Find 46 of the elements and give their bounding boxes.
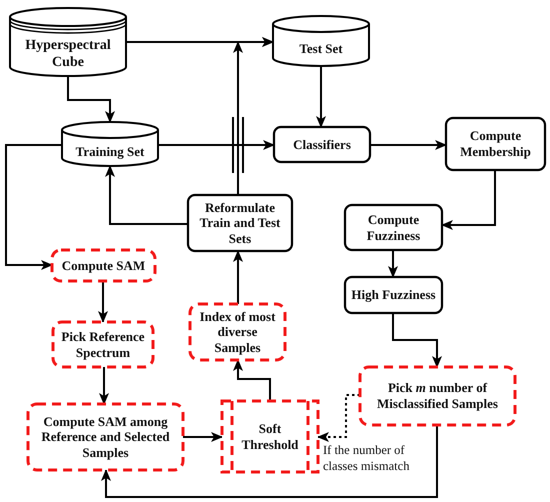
edge-label: If the number of classes mismatch <box>323 443 410 474</box>
step-label: High Fuzziness <box>351 287 436 303</box>
step-label: Compute SAM <box>62 258 146 274</box>
step-label: Pick m number of Misclassified Samples <box>376 380 499 412</box>
arrow <box>316 66 326 128</box>
arrow <box>67 76 115 123</box>
dashed-process-box <box>222 401 318 472</box>
step-label: Training Set <box>76 144 144 160</box>
dashed-process-box <box>53 322 153 367</box>
arrow <box>370 140 447 150</box>
arrow <box>183 432 223 442</box>
arrow <box>441 170 496 230</box>
dotted-arrow <box>317 394 360 442</box>
database-cylinder <box>10 8 126 76</box>
dashed-process-box <box>52 250 155 281</box>
arrow <box>233 250 243 304</box>
step-label: Compute Fuzziness <box>366 212 422 244</box>
step-label: Hyperspectral Cube <box>24 38 112 72</box>
arrow <box>5 144 62 270</box>
step-label: Reformulate Train and Test Sets <box>198 200 282 246</box>
arrow <box>99 367 109 405</box>
arrow <box>388 250 398 278</box>
step-label: Compute SAM among Reference and Selected Samples <box>40 414 171 460</box>
process-box <box>274 127 370 162</box>
step-label: Index of most diverse Samples <box>198 308 276 356</box>
arrow <box>98 281 108 323</box>
step-label: Compute Membership <box>459 128 532 160</box>
process-box <box>446 118 545 170</box>
process-box <box>188 195 292 251</box>
arrow <box>233 359 271 401</box>
step-label: Soft Threshold <box>240 420 300 452</box>
dashed-process-box <box>190 304 285 360</box>
step-label: Test Set <box>299 41 343 57</box>
step-label: Pick Reference Spectrum <box>60 328 146 360</box>
process-box <box>345 277 442 313</box>
dashed-process-box <box>360 367 515 425</box>
dashed-process-box <box>28 404 183 470</box>
database-cylinder <box>273 16 369 66</box>
arrow <box>158 140 275 150</box>
database-cylinder <box>62 122 158 166</box>
arrow <box>233 37 273 195</box>
arrow <box>105 165 188 225</box>
process-box <box>345 205 442 250</box>
arrow <box>392 313 442 368</box>
arrow <box>101 425 438 498</box>
step-label: Classifiers <box>293 136 351 152</box>
